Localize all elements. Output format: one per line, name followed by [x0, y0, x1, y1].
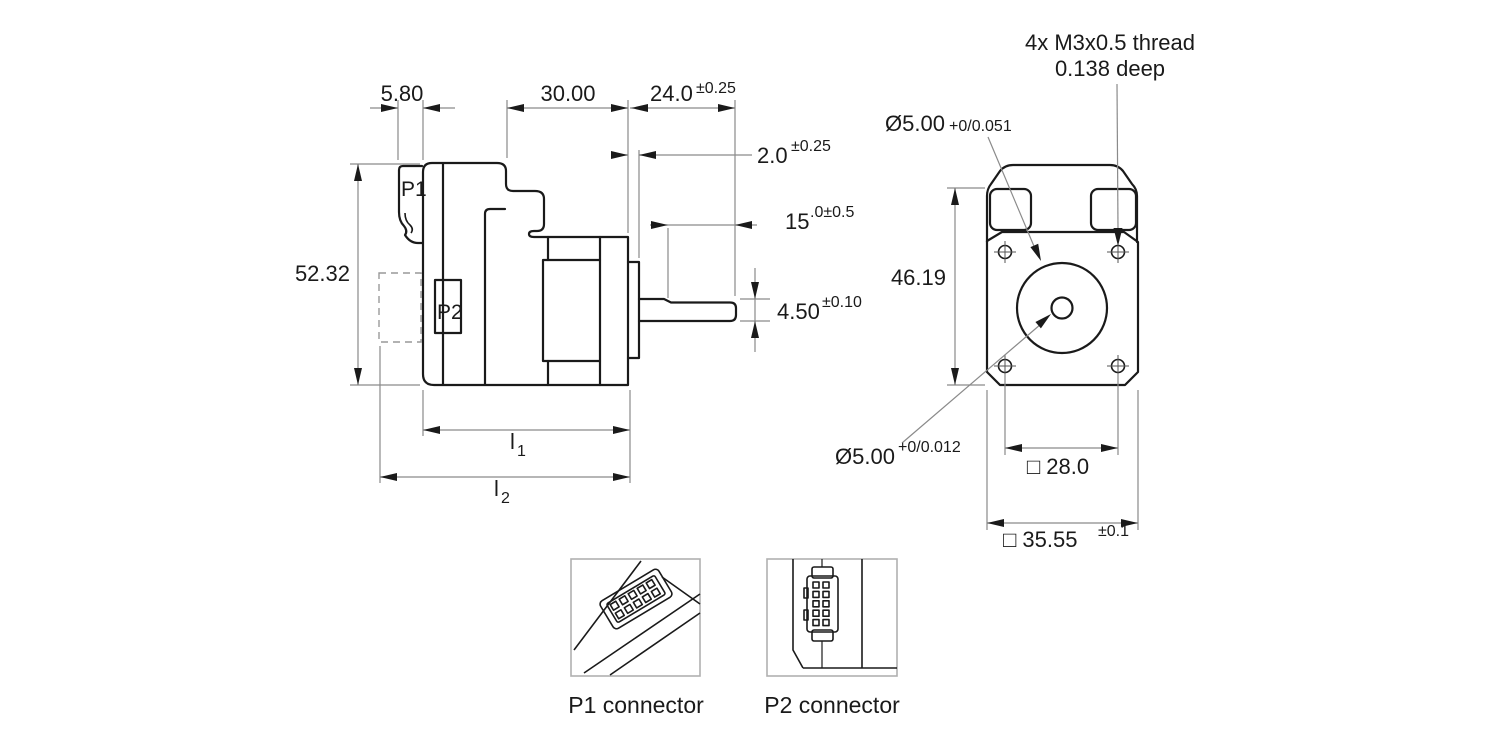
shaft-leader-line: [901, 323, 1042, 444]
p1-hook-inner-line: [404, 212, 414, 234]
dim-46-19-lines: [947, 187, 985, 386]
p1-connector-shape: [397, 164, 424, 245]
dim-boss-height-tol: ±0.25: [791, 138, 831, 155]
front-view-dimensions: 4x M3x0.5 thread 0.138 deep Ø5.00 +0/0.0…: [835, 30, 1195, 552]
arrowhead: [423, 426, 440, 434]
dim-35-55-lines: [986, 390, 1139, 530]
front-housing-top: [985, 163, 1139, 244]
dim-30-00-lines: [506, 100, 629, 233]
arrowhead: [639, 151, 656, 159]
dim-l1: l: [510, 429, 515, 454]
thread-note-line1: 4x M3x0.5 thread: [1025, 30, 1195, 55]
dim-flat-length: 15: [785, 209, 809, 234]
arrowhead: [613, 473, 630, 481]
dim-28-lines: [1004, 374, 1119, 455]
arrowhead-thread-leader: [1113, 228, 1123, 246]
stator-stack: [541, 258, 602, 363]
pilot-boss-side: [626, 260, 641, 360]
pilot-diameter: Ø5.00: [885, 111, 945, 136]
dim-body-length: 30.00: [540, 81, 595, 106]
p2-connector-detail: [766, 558, 898, 677]
dim-24-0-lines: [630, 100, 736, 296]
housing-outline: [421, 161, 630, 387]
mounting-face: [985, 230, 1140, 387]
arrowhead: [631, 104, 648, 112]
shaft-side: [637, 297, 738, 323]
housing-step-inner: [483, 207, 507, 386]
dim-face-height: 46.19: [891, 265, 946, 290]
arrowhead: [380, 473, 397, 481]
dim-shaft-length: 24.0: [650, 81, 693, 106]
p1-connector-iso: [599, 568, 673, 630]
dim-flat-length-tol: .0±0.5: [810, 204, 854, 221]
p2-motor-body-edges: [792, 559, 897, 669]
dim-52-32-lines: [350, 163, 420, 386]
dim-l2-sub: 2: [501, 490, 510, 507]
arrowhead: [1101, 444, 1118, 452]
dim-5-80-lines: [370, 100, 455, 160]
side-view: P1 P2: [378, 161, 738, 387]
arrowhead: [423, 104, 440, 112]
dim-connector-width: 5.80: [381, 81, 424, 106]
arrowhead: [1005, 444, 1022, 452]
pilot-circle: [1015, 261, 1109, 355]
arrowhead-shaft-leader: [1035, 314, 1051, 329]
dim-4-50-lines: [740, 268, 770, 352]
dim-l1-lines: [422, 390, 631, 483]
p2-label: P2: [437, 301, 463, 324]
shaft-circle: [1050, 296, 1074, 320]
dim-l2: l: [494, 476, 499, 501]
arrowhead: [354, 368, 362, 385]
arrowhead: [611, 151, 628, 159]
p1-label: P1: [401, 178, 427, 201]
dim-15-lines: [650, 224, 757, 298]
dim-face-size-tol: ±0.1: [1098, 523, 1129, 540]
arrowhead: [507, 104, 524, 112]
side-view-dimensions: 5.80 30.00 24.0 ±0.25 2.0 ±0.25 15 .0±0.…: [295, 80, 862, 507]
shaft-diameter-tol: +0/0.012: [898, 439, 961, 456]
arrowhead: [611, 104, 628, 112]
p2-connector-shape: [433, 278, 463, 335]
arrowhead: [1121, 519, 1138, 527]
arrowhead-pilot-leader: [1030, 243, 1041, 261]
dim-boss-height: 2.0: [757, 143, 788, 168]
dim-l1-sub: 1: [517, 443, 526, 460]
dim-overall-height: 52.32: [295, 261, 350, 286]
dim-shaft-diameter-side-tol: ±0.10: [822, 294, 862, 311]
arrowhead: [987, 519, 1004, 527]
thread-note-line2: 0.138 deep: [1055, 56, 1165, 81]
arrowhead: [951, 188, 959, 205]
dim-hole-spacing: □ 28.0: [1027, 454, 1089, 479]
arrowhead: [735, 221, 752, 229]
dim-2-0-lines: [612, 150, 752, 258]
shaft-diameter: Ø5.00: [835, 444, 895, 469]
front-top-recess-right: [1089, 187, 1138, 232]
p2-connector-front: [803, 566, 839, 642]
arrowhead: [951, 368, 959, 385]
pilot-diameter-tol: +0/0.051: [949, 118, 1012, 135]
p1-connector-detail: [570, 558, 701, 677]
pilot-leader-line: [987, 136, 1037, 252]
arrowhead: [651, 221, 668, 229]
hidden-connector-outline: [378, 272, 422, 343]
arrowhead: [613, 426, 630, 434]
screw-hole-bottom-right: [1107, 355, 1129, 377]
dim-shaft-length-tol: ±0.25: [696, 80, 736, 97]
screw-hole-bottom-left: [994, 355, 1016, 377]
dim-shaft-diameter-side: 4.50: [777, 299, 820, 324]
dim-face-size: □ 35.55: [1003, 527, 1077, 552]
dim-l2-lines: [379, 346, 630, 483]
arrowhead: [751, 321, 759, 338]
arrowhead: [381, 104, 398, 112]
arrowhead: [718, 104, 735, 112]
screw-hole-top-left: [994, 241, 1016, 263]
front-view: [985, 163, 1140, 387]
p1-detail-caption: P1 connector: [568, 692, 704, 718]
thread-leader-line: [1116, 83, 1119, 230]
p2-detail-caption: P2 connector: [764, 692, 900, 718]
arrowhead: [751, 282, 759, 299]
arrowhead: [354, 164, 362, 181]
